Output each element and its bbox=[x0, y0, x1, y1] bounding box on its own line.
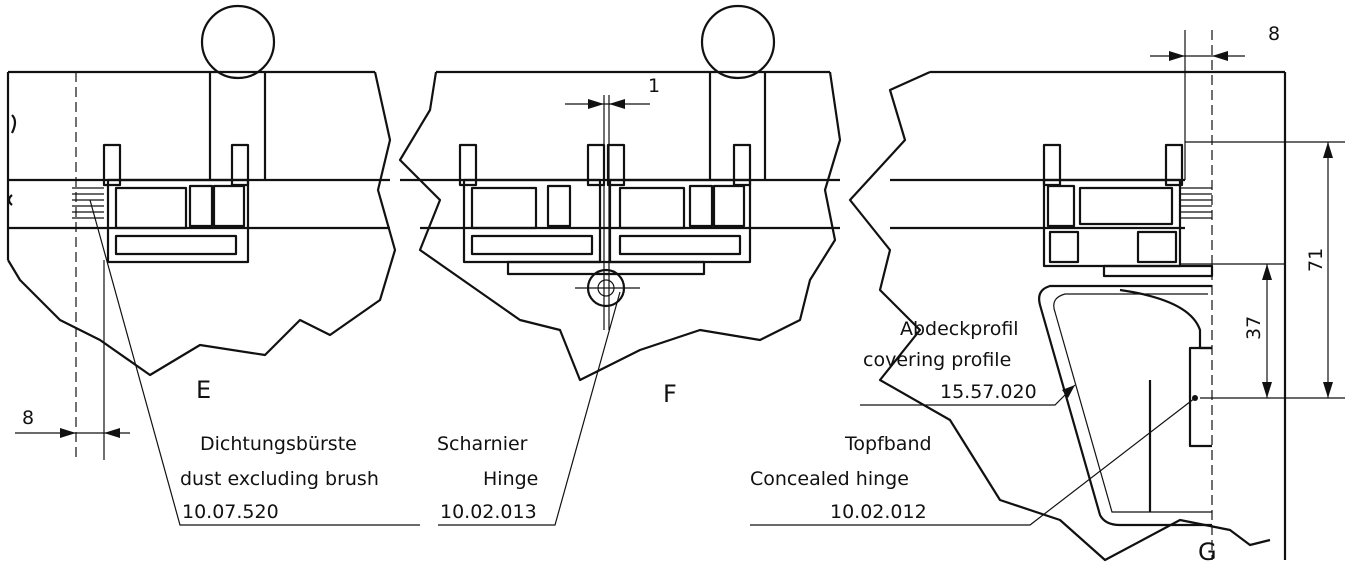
brush-label-en: dust excluding brush bbox=[180, 468, 379, 490]
brush-hatch-g bbox=[1180, 187, 1212, 219]
callout-concealed-hinge: Topfband Concealed hinge 10.02.012 bbox=[750, 433, 932, 523]
dim-8-left: 8 bbox=[22, 407, 34, 429]
callout-brush: Dichtungsbürste dust excluding brush 10.… bbox=[180, 433, 379, 523]
callout-hinge: Scharnier Hinge 10.02.013 bbox=[437, 433, 538, 523]
concealed-hinge-label-de: Topfband bbox=[844, 433, 932, 455]
brush-code: 10.07.520 bbox=[182, 501, 279, 523]
detail-letter-g: G bbox=[1198, 538, 1217, 564]
concealed-hinge-label-en: Concealed hinge bbox=[750, 468, 909, 490]
covering-profile-code: 15.57.020 bbox=[940, 381, 1037, 403]
dim-71: 71 bbox=[1305, 248, 1327, 272]
brush-hatch bbox=[72, 187, 104, 219]
handle-f bbox=[700, 4, 776, 180]
detail-letter-e: E bbox=[196, 376, 211, 404]
leader-lines bbox=[89, 199, 1198, 526]
hinge-code: 10.02.013 bbox=[440, 501, 537, 523]
dim-1: 1 bbox=[648, 75, 660, 97]
dim-37: 37 bbox=[1243, 316, 1265, 340]
hinge-knuckle bbox=[575, 268, 640, 308]
detail-letter-f: F bbox=[663, 380, 677, 408]
handle-e bbox=[200, 4, 276, 180]
detail-e: 8 E bbox=[6, 4, 397, 460]
hinge-label-en: Hinge bbox=[483, 468, 538, 490]
covering-profile-label-en: covering profile bbox=[863, 349, 1011, 371]
hinge-label-de: Scharnier bbox=[437, 433, 528, 455]
detail-g: 8 71 37 G bbox=[848, 23, 1345, 564]
concealed-hinge-code: 10.02.012 bbox=[830, 501, 927, 523]
callout-covering-profile: Abdeckprofil covering profile 15.57.020 bbox=[863, 318, 1037, 403]
brush-label-de: Dichtungsbürste bbox=[200, 433, 357, 455]
detail-f: 1 F bbox=[398, 4, 842, 408]
covering-profile-label-de: Abdeckprofil bbox=[900, 318, 1019, 340]
dim-8-top: 8 bbox=[1268, 23, 1280, 45]
